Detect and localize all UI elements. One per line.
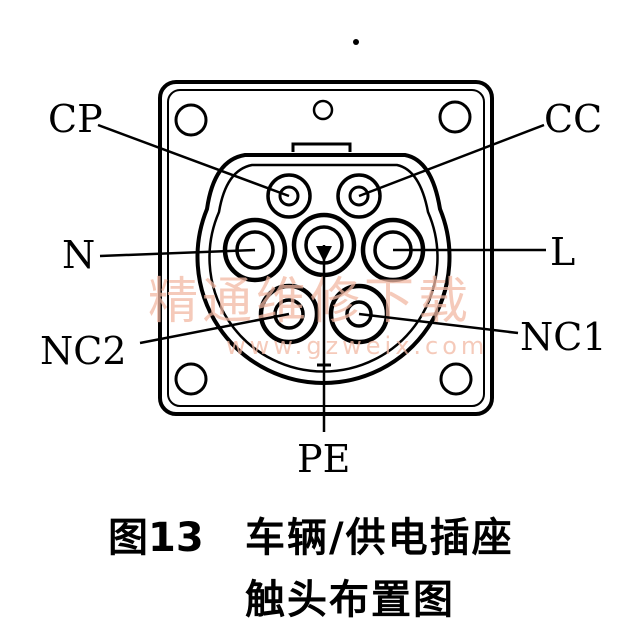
mounting-plate: [158, 80, 494, 416]
top-center-hole: [312, 99, 334, 121]
label-pe: PE: [297, 437, 350, 481]
figure-title: 车辆/供电插座: [245, 515, 514, 561]
mounting-hole-top-right: [438, 100, 472, 134]
contact-cc: [336, 173, 382, 219]
contact-cp: [266, 173, 312, 219]
pe-arrowhead: [316, 246, 332, 262]
leader-n: [99, 248, 256, 258]
label-nc2: NC2: [40, 329, 127, 373]
label-nc1: NC1: [520, 315, 607, 359]
contact-labels: CP CC N L NC2 NC1 PE: [40, 97, 607, 481]
leader-lines: [97, 123, 546, 432]
contact-nc2: [258, 283, 320, 345]
mounting-holes: [174, 99, 473, 396]
figure-subtitle: 触头布置图: [245, 577, 455, 623]
key-notch: [291, 142, 352, 152]
leader-nc1: [358, 312, 519, 335]
leader-cp: [97, 123, 290, 198]
contact-nc1: [328, 283, 390, 345]
leader-cc: [358, 123, 545, 198]
leader-nc2: [139, 312, 290, 345]
mounting-hole-top-left: [174, 103, 208, 137]
socket-body: [195, 153, 452, 385]
label-cc: CC: [544, 97, 602, 141]
label-l: L: [550, 230, 575, 274]
watermark: 精通维修下载 www.gzweix.com: [148, 272, 488, 360]
label-n: N: [62, 233, 95, 277]
label-cp: CP: [48, 97, 103, 141]
mounting-hole-bottom-left: [174, 362, 208, 396]
figure-number: 图13: [108, 515, 204, 561]
mounting-hole-bottom-right: [439, 362, 473, 396]
watermark-url: www.gzweix.com: [226, 332, 488, 360]
dot-mark: [353, 39, 359, 45]
